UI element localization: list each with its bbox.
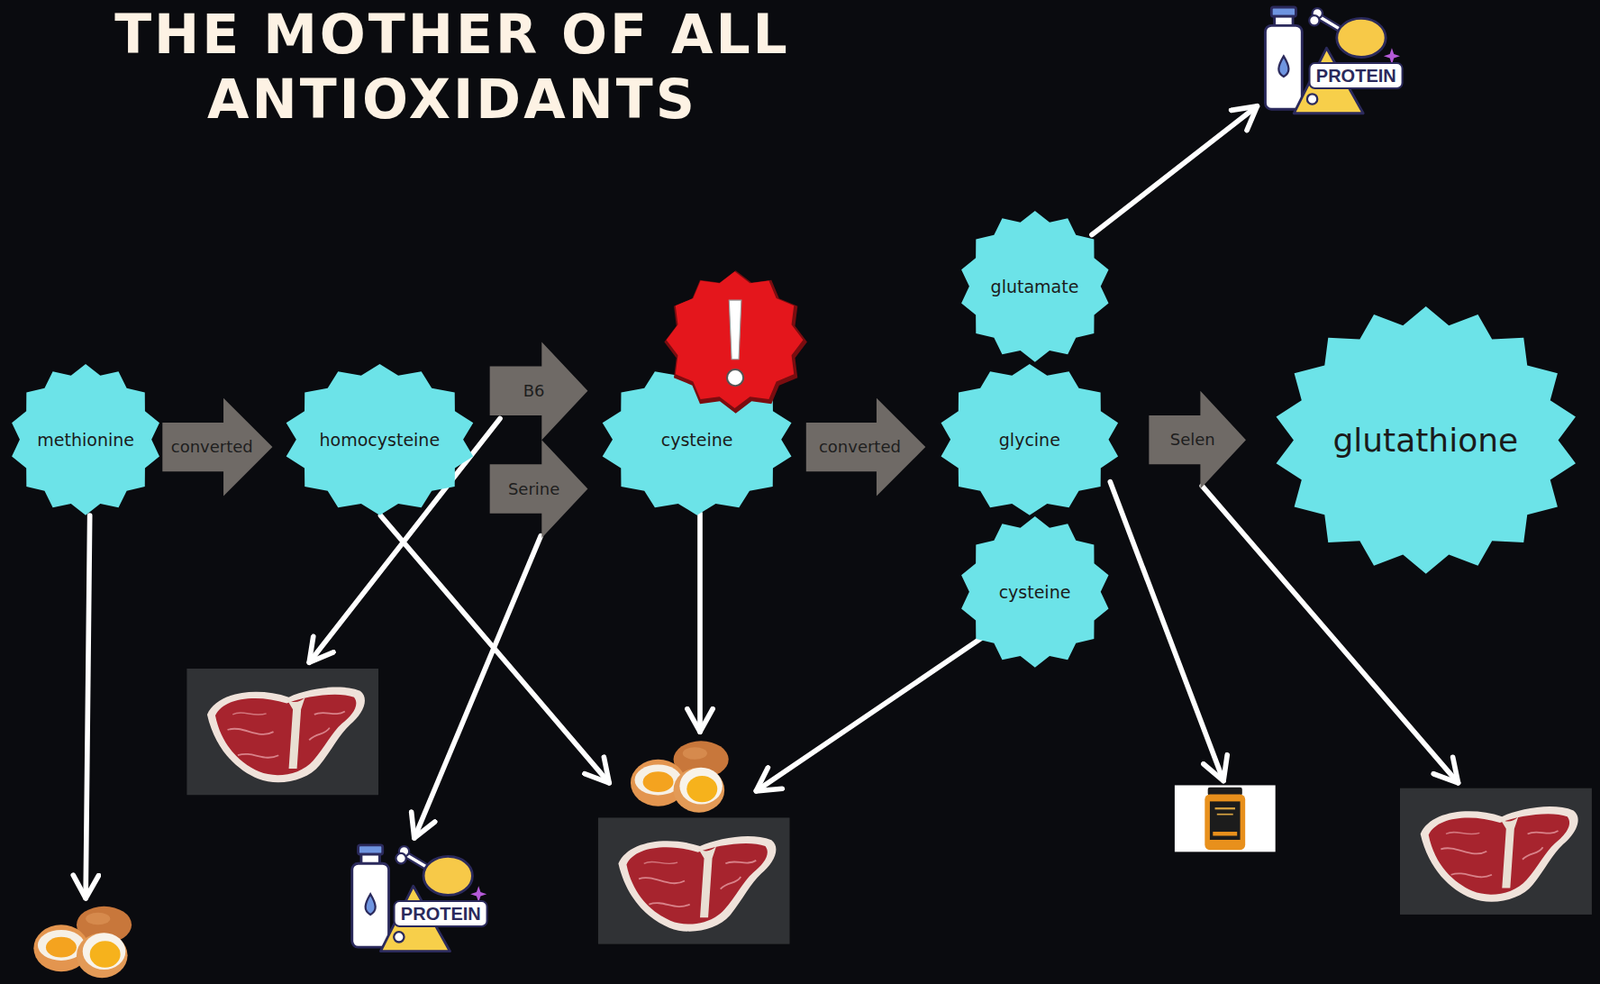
starburst-node: cysteine — [959, 516, 1111, 668]
icon-label: PROTEIN — [1309, 62, 1404, 90]
eggs-picture — [630, 740, 729, 812]
block-arrow — [490, 341, 589, 440]
block-arrow — [1148, 390, 1246, 490]
starburst-node: cysteine — [600, 363, 794, 516]
starburst-outline — [961, 210, 1109, 363]
starburst-outline — [286, 363, 474, 516]
leader-line — [697, 513, 703, 732]
starburst-node: glutamate — [959, 210, 1111, 363]
badge-shadow — [663, 270, 808, 414]
node-label: glutathione — [1332, 420, 1519, 460]
block-arrow — [490, 439, 589, 538]
starburst-outline — [1275, 306, 1575, 574]
warning-badge — [663, 270, 808, 414]
protein-icon — [1264, 7, 1400, 114]
jar-picture — [1174, 784, 1276, 852]
block-arrow — [162, 398, 273, 497]
starburst-outline — [961, 516, 1109, 668]
arrow-label: Serine — [508, 479, 560, 500]
node-label: methionine — [36, 429, 135, 451]
protein-icon — [352, 845, 488, 952]
exclamation-bar — [728, 300, 742, 360]
leader-line — [85, 515, 91, 899]
leader-line — [1091, 106, 1257, 236]
eggs-picture — [33, 906, 132, 978]
node-label: cysteine — [999, 581, 1072, 603]
node-label: homocysteine — [319, 429, 441, 451]
starburst-node: glycine — [938, 363, 1121, 516]
arrow-label: Selen — [1170, 429, 1216, 450]
arrow-label: B6 — [523, 381, 546, 401]
leader-line — [1109, 481, 1224, 782]
leader-line — [414, 536, 541, 838]
starburst-outline — [602, 363, 792, 516]
title: THE MOTHER OF ALL ANTIOXIDANTS — [82, 1, 822, 132]
exclamation-dot — [727, 369, 744, 386]
node-label: glutamate — [990, 276, 1080, 298]
block-arrow — [806, 398, 927, 497]
steak-picture — [598, 817, 791, 944]
node-label: glycine — [999, 429, 1061, 451]
steak-picture — [1400, 787, 1592, 914]
leader-lines — [85, 106, 1458, 899]
badge-burst — [666, 271, 804, 409]
starburst-node: methionine — [9, 363, 162, 516]
arrow-label: converted — [171, 436, 254, 457]
starburst-outline — [11, 363, 160, 516]
starburst-node: glutathione — [1273, 306, 1579, 574]
leader-line — [755, 636, 985, 791]
starburst-node: homocysteine — [283, 363, 476, 516]
starburst-outline — [941, 363, 1119, 516]
steak-picture — [186, 668, 379, 795]
arrow-label: converted — [818, 436, 901, 457]
node-label: cysteine — [661, 429, 734, 451]
icon-label: PROTEIN — [393, 900, 489, 928]
